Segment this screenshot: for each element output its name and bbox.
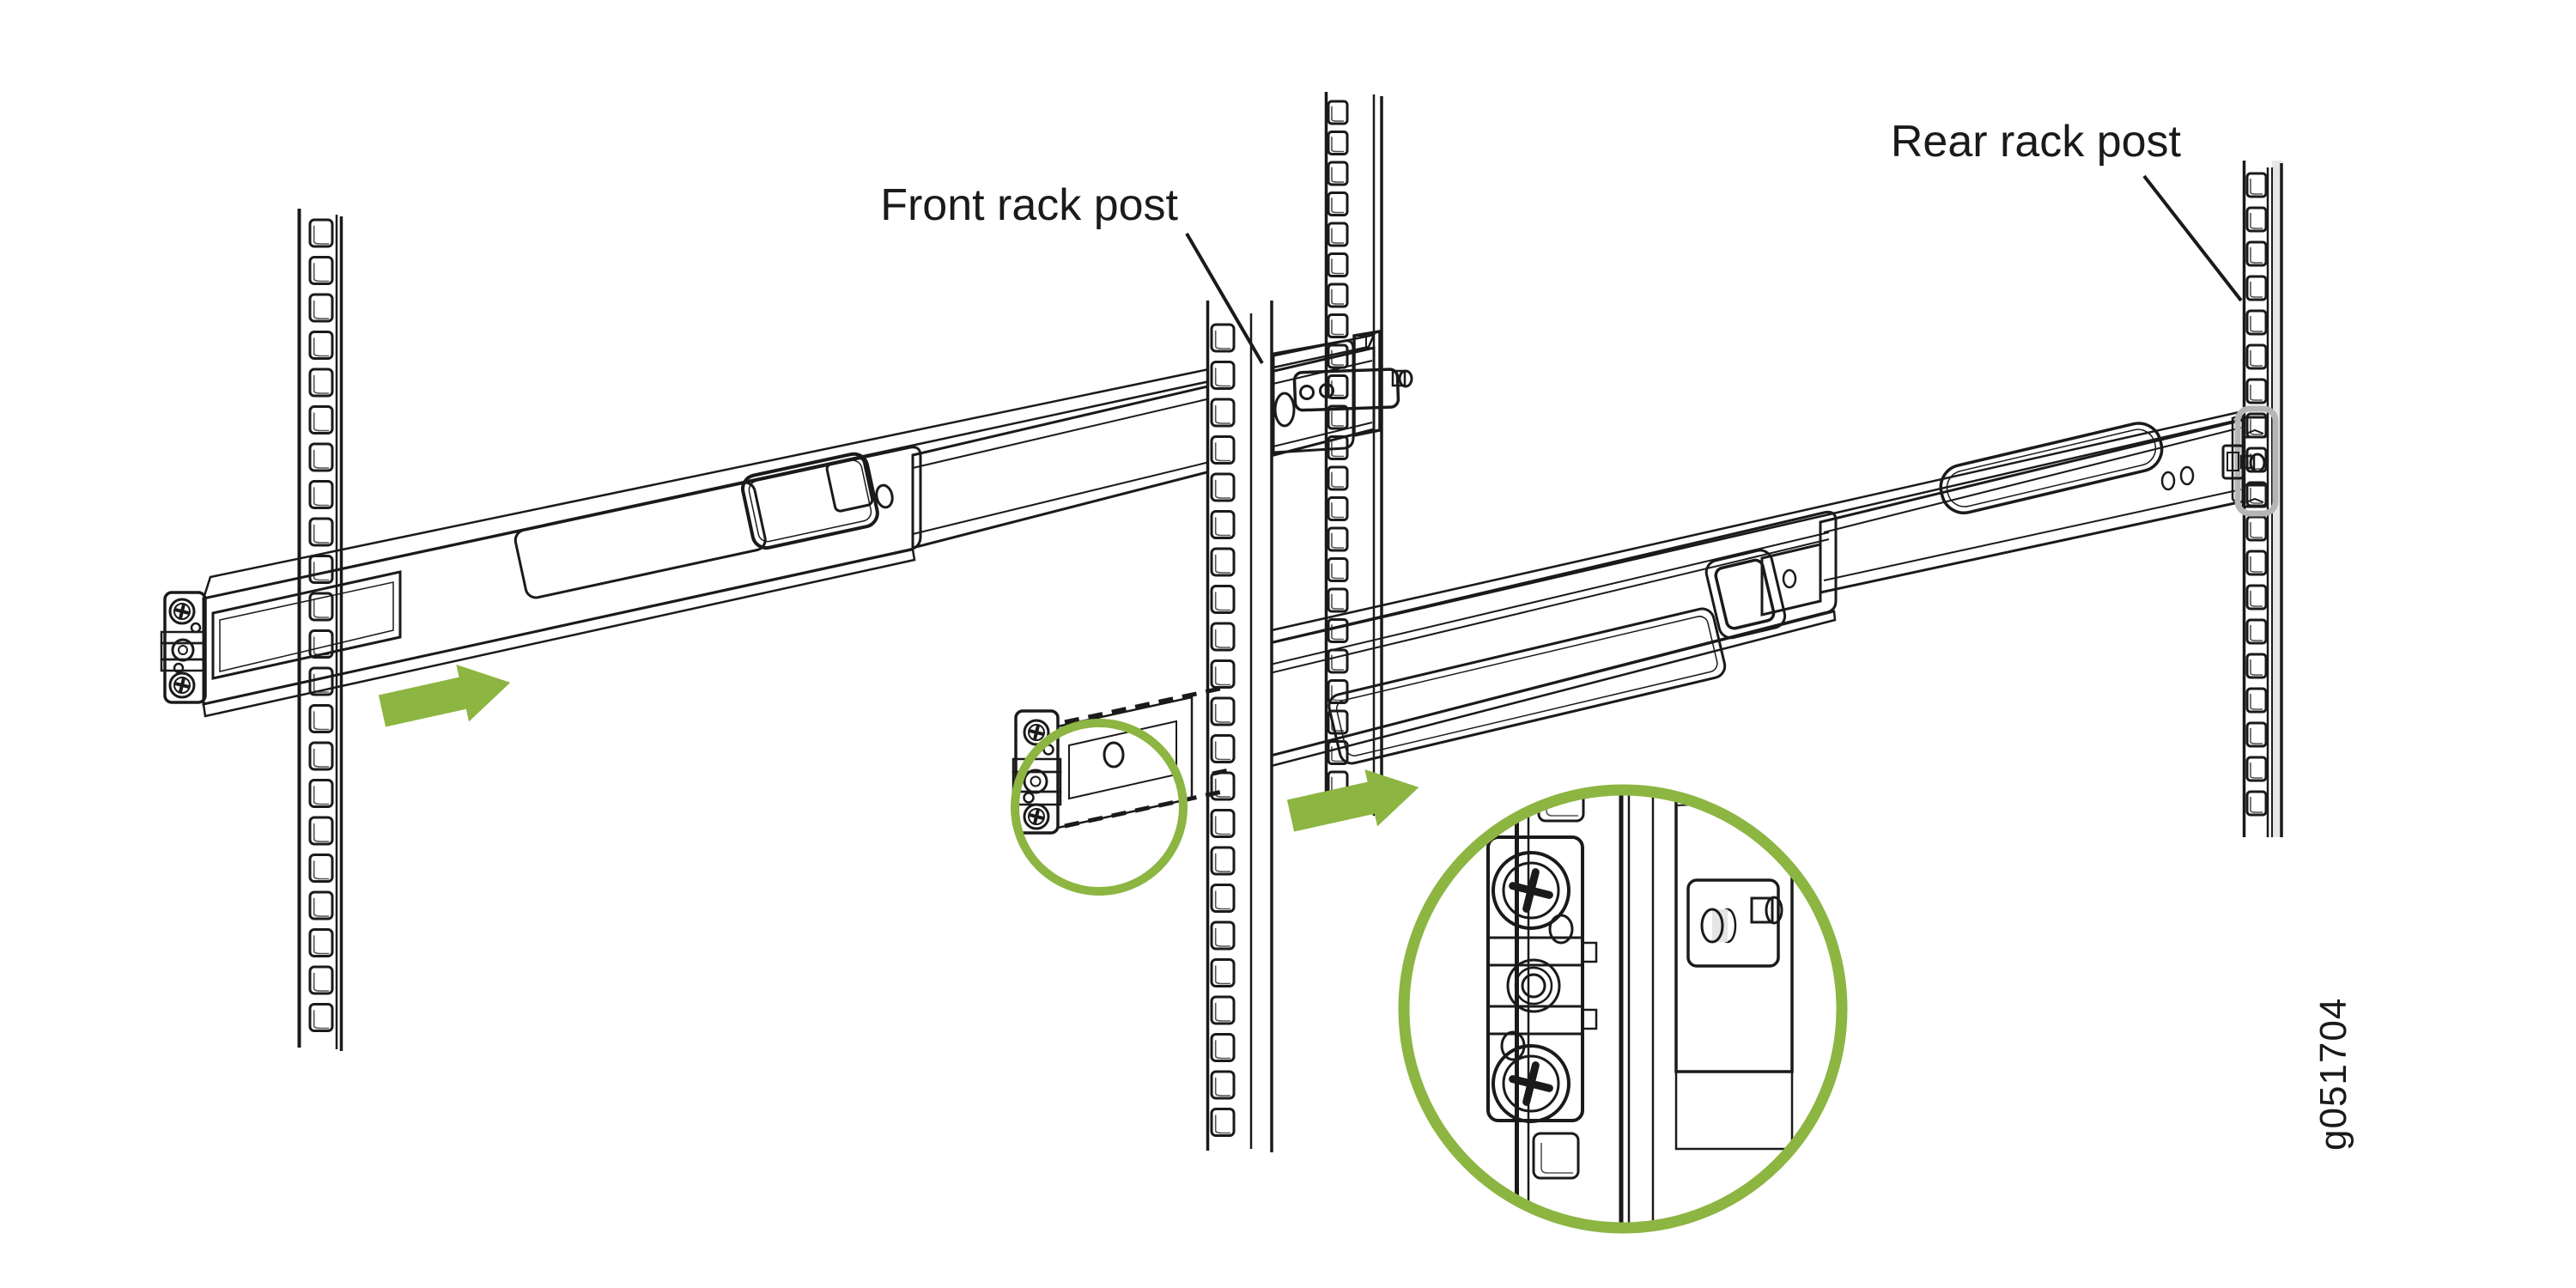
rear-rack-post-label: Rear rack post (1891, 117, 2182, 167)
guide-pin (1765, 896, 1783, 925)
cage-nut (171, 638, 195, 662)
hex-nut-bottom (2242, 483, 2268, 508)
phillips-screw-icon (1492, 851, 1571, 930)
left-rack-post (297, 209, 343, 1051)
left-rack-post-holes (308, 218, 334, 1032)
rail-latch-left (741, 452, 879, 550)
slide-direction-arrows (378, 665, 1419, 832)
front-rack-post-holes (1210, 323, 1236, 1137)
magnified-detail-callout (1398, 784, 1848, 1234)
front-mounting-bracket-left (160, 591, 207, 704)
left-rail-rear-latch (1272, 329, 1413, 454)
right-arrow-icon (1286, 769, 1419, 832)
left-slide-rail (160, 333, 1376, 718)
cage-nut (1506, 958, 1561, 1013)
phillips-screw-icon (1023, 719, 1050, 746)
right-arrow-icon (378, 665, 511, 727)
rear-label-leader-line (2142, 174, 2243, 302)
phillips-screw-icon (1023, 803, 1050, 830)
cage-nut-clip (160, 630, 206, 645)
annotations: Front rack post Rear rack post g051704 (880, 117, 2354, 1151)
cage-nut (1023, 769, 1048, 794)
figure-id: g051704 (2312, 998, 2354, 1151)
guide-pin (2249, 453, 2266, 473)
right-rail-front-bracket (1012, 684, 1234, 835)
hex-nut-top (2242, 416, 2268, 439)
phillips-screw-icon (168, 598, 196, 625)
bracket-callout-ring (1011, 719, 1188, 896)
front-rack-post (1206, 301, 1273, 1152)
guide-pin (1700, 908, 1724, 944)
phillips-screw-icon (1492, 1044, 1571, 1123)
rear-left-rack-post (1324, 92, 1383, 816)
rear-rack-post-holes (2245, 172, 2268, 817)
latch-clip (2221, 444, 2245, 480)
detail-callout-ring (1398, 784, 1848, 1234)
rear-attachment-hardware (2221, 405, 2279, 517)
rear-left-rack-post-holes (1327, 100, 1349, 796)
front-rack-post-label: Front rack post (880, 180, 1178, 230)
guide-pin (1398, 369, 1413, 388)
front-label-leader-line (1185, 232, 1264, 365)
phillips-screw-icon (168, 671, 196, 699)
